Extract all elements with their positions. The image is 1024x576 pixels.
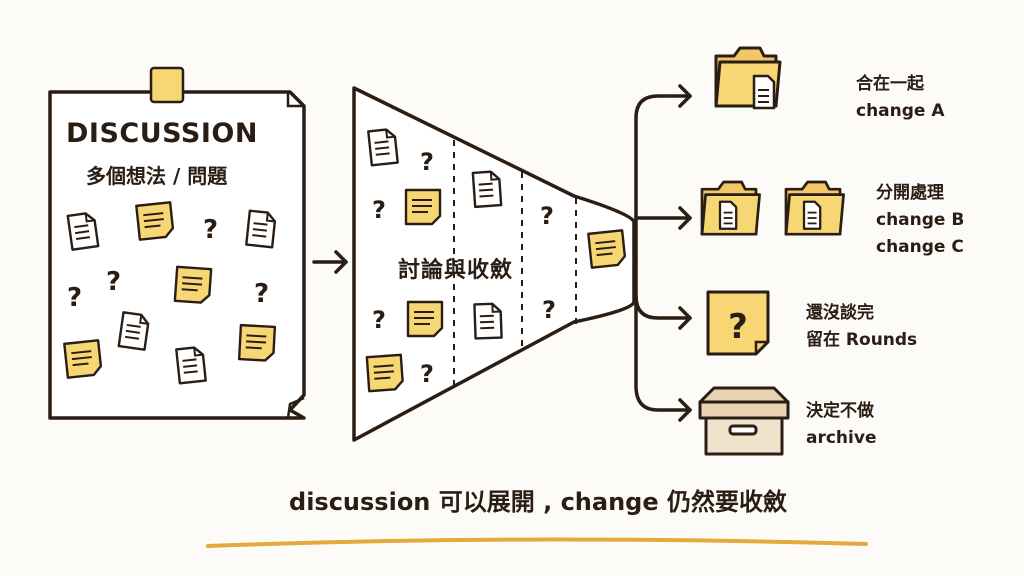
outcome-label: 合在一起 <box>856 74 924 94</box>
sticky-note <box>173 265 213 305</box>
funnel-label: 討論與收斂 <box>398 258 514 283</box>
branch-arrows <box>634 84 692 422</box>
outcome-pending: 還沒談完 留在 Rounds <box>806 300 917 354</box>
two-folders-icon <box>700 180 845 236</box>
funnel: ? ? ? ? ? ? <box>352 86 636 442</box>
outcome-label: change B <box>876 210 965 230</box>
outcome-merge: 合在一起 change A <box>856 71 945 125</box>
outcome-label: 分開處理 <box>876 183 944 203</box>
arrow-to-funnel-icon <box>312 250 348 274</box>
tagline: discussion 可以展開 , change 仍然要收斂 <box>289 488 787 516</box>
question-mark-icon: ? <box>542 296 556 324</box>
sticky-note <box>404 188 442 226</box>
sticky-note <box>237 323 277 363</box>
tagline-underline <box>206 537 868 548</box>
note-doc <box>117 311 151 351</box>
question-mark-icon: ? <box>67 283 82 313</box>
question-mark-icon: ? <box>372 196 386 224</box>
outcome-label: 決定不做 <box>806 401 874 421</box>
question-mark-icon: ? <box>420 360 434 388</box>
pin-tab <box>149 66 185 104</box>
sticky-note <box>63 339 103 379</box>
question-mark-icon: ? <box>540 202 554 230</box>
question-note-icon: ? <box>706 290 770 356</box>
outcome-label: 還沒談完 <box>806 303 874 323</box>
note-doc <box>473 302 503 340</box>
discussion-title: DISCUSSION <box>66 118 258 149</box>
note-doc <box>175 345 207 385</box>
outcome-split: 分開處理 change B change C <box>876 180 964 261</box>
note-doc <box>245 209 277 249</box>
discussion-subtitle: 多個想法 / 問題 <box>86 164 228 188</box>
discussion-board: ? ? ? ? <box>48 66 306 420</box>
question-mark-icon: ? <box>106 267 121 297</box>
question-mark-icon: ? <box>254 279 269 309</box>
outcome-label: 留在 Rounds <box>806 330 918 350</box>
folder-icon <box>714 46 782 110</box>
outcome-archive: 決定不做 archive <box>806 398 876 452</box>
question-mark-icon: ? <box>372 306 386 334</box>
question-mark-icon: ? <box>203 215 218 245</box>
note-doc <box>367 127 399 167</box>
outcome-label: archive <box>806 428 877 448</box>
sticky-note <box>365 353 405 393</box>
note-doc <box>471 169 503 209</box>
sticky-note <box>587 229 627 269</box>
sticky-note <box>406 300 444 338</box>
sticky-note <box>135 201 175 241</box>
outcome-label: change A <box>856 101 945 121</box>
svg-text:?: ? <box>728 307 748 347</box>
archive-box-icon <box>698 386 790 456</box>
outcome-label: change C <box>876 237 964 257</box>
question-mark-icon: ? <box>420 148 434 176</box>
